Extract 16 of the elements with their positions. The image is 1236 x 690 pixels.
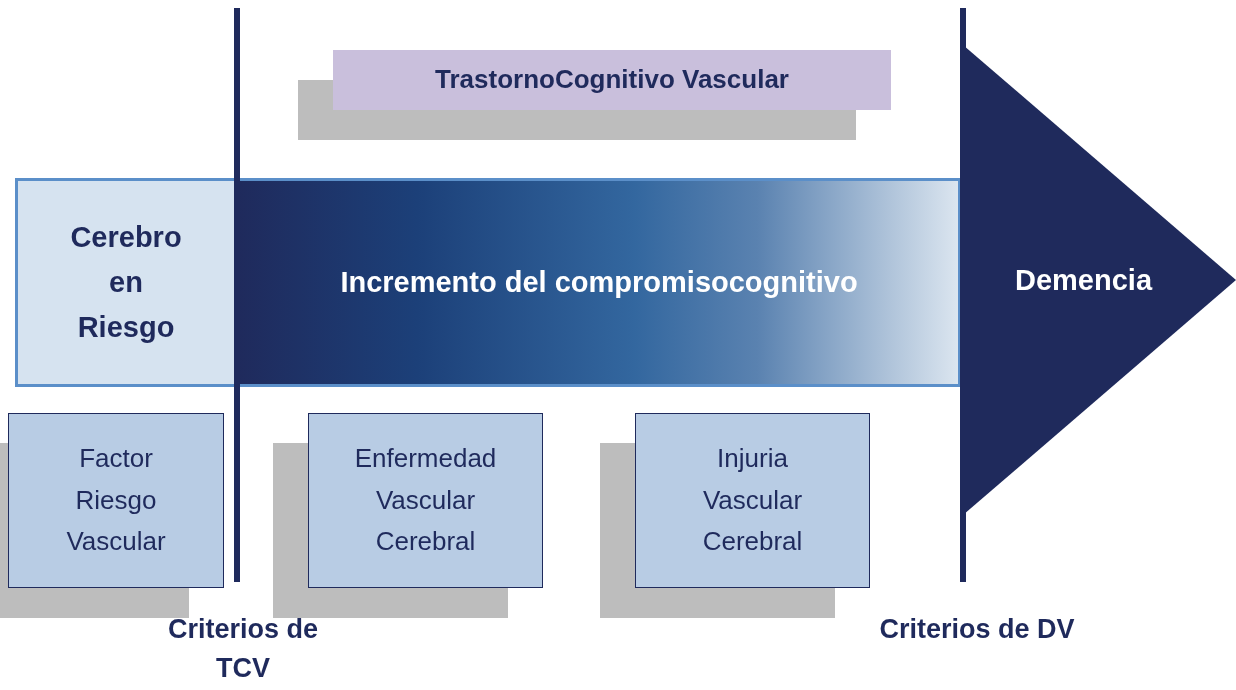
criteria-label: Criterios de TCV (166, 613, 319, 686)
progression-band (237, 178, 961, 387)
factor-box (8, 413, 224, 588)
node-label: Incremento del compromisocognitivo (340, 265, 858, 301)
node-label: Factor Riesgo Vascular (65, 442, 167, 559)
node-label: Injuria Vascular Cerebral (701, 442, 804, 559)
node-label: Cerebro en Riesgo (69, 220, 183, 345)
title-banner (333, 50, 891, 110)
node-label: TrastornoCognitivo Vascular (435, 63, 789, 97)
stage-arrow (963, 45, 1236, 515)
factor-box (308, 413, 543, 588)
node-label: Demencia (1015, 262, 1152, 298)
stage-box (15, 178, 237, 387)
criteria-label: Criterios de DV (878, 613, 1076, 646)
node-label: Enfermedad Vascular Cerebral (353, 442, 498, 559)
factor-box (635, 413, 870, 588)
